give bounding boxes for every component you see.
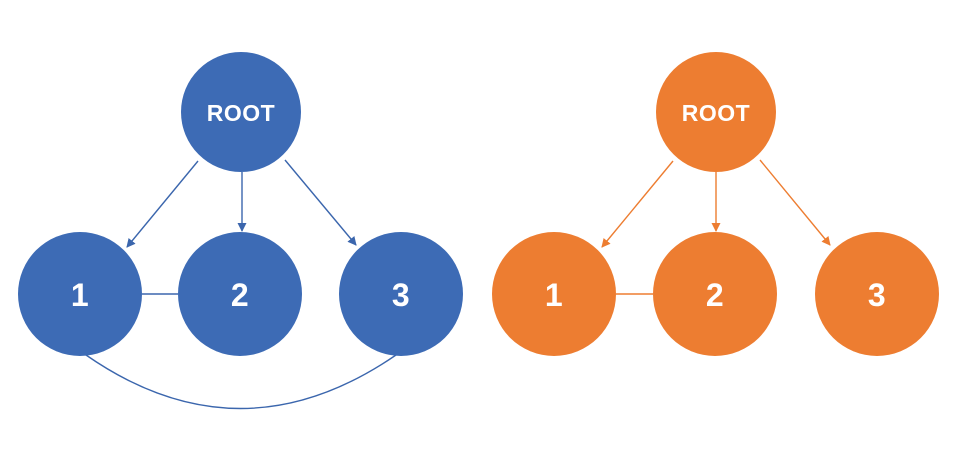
- orange-node-3: [815, 232, 939, 356]
- blue-node-1: [18, 232, 142, 356]
- blue-node-root: [181, 52, 301, 172]
- orange-tree-diagram: ROOT 1 2 3: [492, 52, 939, 356]
- blue-edge-1-to-3-curve: [85, 354, 397, 410]
- blue-node-root-label: ROOT: [207, 100, 275, 126]
- orange-node-1-label: 1: [545, 277, 563, 313]
- blue-node-1-label: 1: [71, 277, 89, 313]
- orange-edge-root-to-3: [759, 159, 831, 246]
- orange-node-root-label: ROOT: [682, 100, 750, 126]
- blue-edge-root-to-1: [126, 160, 199, 248]
- blue-node-3-label: 3: [392, 277, 410, 313]
- orange-node-1: [492, 232, 616, 356]
- blue-tree-diagram: ROOT 1 2 3: [18, 52, 463, 410]
- blue-node-2-label: 2: [231, 277, 249, 313]
- orange-node-2-label: 2: [706, 277, 724, 313]
- blue-edge-root-to-3: [284, 159, 357, 246]
- blue-node-3: [339, 232, 463, 356]
- orange-node-3-label: 3: [868, 277, 886, 313]
- blue-node-2: [178, 232, 302, 356]
- orange-edge-root-to-1: [601, 160, 674, 248]
- orange-node-root: [656, 52, 776, 172]
- orange-node-2: [653, 232, 777, 356]
